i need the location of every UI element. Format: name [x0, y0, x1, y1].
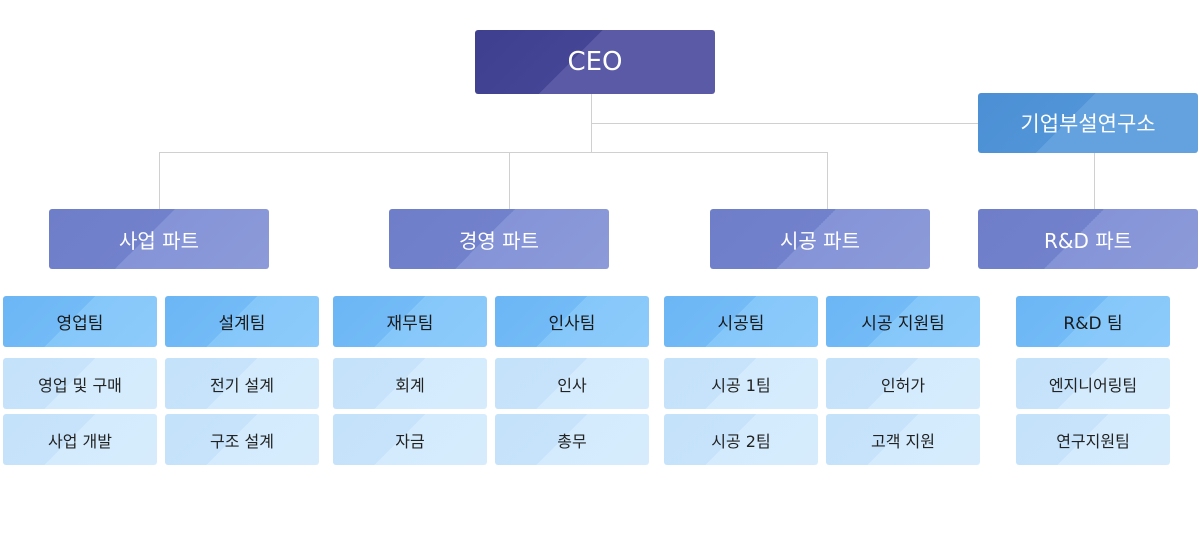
item-construction-team-1: 시공 1팀 — [664, 358, 818, 409]
team-design: 설계팀 — [165, 296, 319, 347]
ceo-node: CEO — [475, 30, 715, 94]
connector-parts-horizontal — [159, 152, 828, 153]
item-permits: 인허가 — [826, 358, 980, 409]
team-sales: 영업팀 — [3, 296, 157, 347]
part-rnd: R&D 파트 — [978, 209, 1198, 269]
item-sales-purchasing: 영업 및 구매 — [3, 358, 157, 409]
part-business: 사업 파트 — [49, 209, 269, 269]
connector-to-management-part — [509, 152, 510, 209]
item-construction-team-2: 시공 2팀 — [664, 414, 818, 465]
item-research-support-team: 연구지원팀 — [1016, 414, 1170, 465]
item-personnel: 인사 — [495, 358, 649, 409]
item-general-affairs: 총무 — [495, 414, 649, 465]
team-rnd: R&D 팀 — [1016, 296, 1170, 347]
team-finance: 재무팀 — [333, 296, 487, 347]
item-customer-support: 고객 지원 — [826, 414, 980, 465]
part-construction: 시공 파트 — [710, 209, 930, 269]
item-engineering-team: 엔지니어링팀 — [1016, 358, 1170, 409]
item-funds: 자금 — [333, 414, 487, 465]
item-structural-design: 구조 설계 — [165, 414, 319, 465]
team-construction: 시공팀 — [664, 296, 818, 347]
connector-to-business-part — [159, 152, 160, 209]
item-business-development: 사업 개발 — [3, 414, 157, 465]
item-electrical-design: 전기 설계 — [165, 358, 319, 409]
item-accounting: 회계 — [333, 358, 487, 409]
connector-to-construction-part — [827, 152, 828, 209]
team-construction-support: 시공 지원팀 — [826, 296, 980, 347]
research-lab-node: 기업부설연구소 — [978, 93, 1198, 153]
connector-ceo-to-lab — [591, 123, 978, 124]
connector-lab-to-rnd-part — [1094, 153, 1095, 209]
part-management: 경영 파트 — [389, 209, 609, 269]
team-hr: 인사팀 — [495, 296, 649, 347]
